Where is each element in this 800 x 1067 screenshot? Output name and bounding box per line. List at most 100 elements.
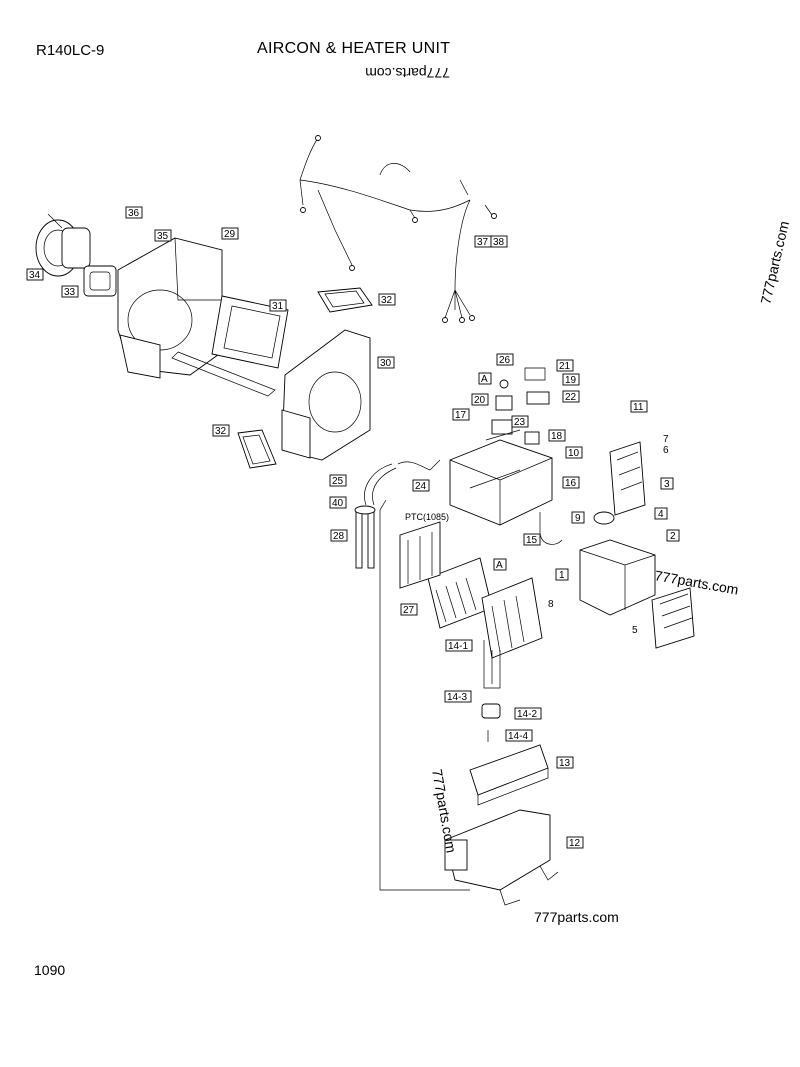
callout-14-4: 14-4 [505, 729, 533, 742]
callout-11: 11 [630, 400, 648, 413]
lower-case-12-drawing [444, 809, 559, 906]
blower-case-drawing [117, 237, 223, 379]
callout-19: 19 [562, 373, 580, 386]
ptc-heater-drawing: PTC(1085) [399, 512, 449, 589]
svg-text:13: 13 [559, 758, 571, 769]
svg-text:15: 15 [526, 535, 538, 546]
callout-29: 29 [221, 227, 239, 240]
svg-text:14-2: 14-2 [517, 709, 537, 720]
heater-core-27-drawing [427, 557, 493, 629]
callout-7: 7 [660, 433, 672, 445]
svg-text:27: 27 [403, 605, 415, 616]
expansion-valve-drawing [481, 703, 501, 719]
svg-text:A: A [496, 560, 503, 571]
svg-text:12: 12 [569, 838, 581, 849]
svg-text:36: 36 [128, 208, 140, 219]
watermark-right: 777parts.com [757, 219, 792, 305]
svg-text:4: 4 [658, 509, 664, 520]
callout-31: 31 [269, 299, 287, 312]
callout-14-2: 14-2 [514, 707, 542, 720]
svg-text:40: 40 [332, 498, 344, 509]
svg-text:28: 28 [333, 531, 345, 542]
callout-37: 37 [474, 235, 492, 248]
callout-20: 20 [471, 393, 489, 406]
callout-35: 35 [154, 229, 172, 242]
page-number: 1090 [34, 962, 66, 978]
svg-text:21: 21 [559, 361, 571, 372]
svg-text:29: 29 [224, 229, 236, 240]
callout-24: 24 [412, 479, 430, 492]
callout-14-3: 14-3 [444, 690, 472, 703]
side-panel-drawing [539, 441, 695, 649]
upper-case-16-drawing [449, 419, 553, 526]
svg-text:32: 32 [215, 426, 227, 437]
callout-16: 16 [562, 476, 580, 489]
air-case-30-drawing [281, 329, 371, 461]
callout-30: 30 [377, 356, 395, 369]
watermark-lower: 777parts.com [429, 768, 459, 854]
svg-text:8: 8 [548, 599, 554, 610]
callout-14-1: 14-1 [445, 639, 473, 652]
callout-40: 40 [329, 496, 347, 509]
watermark-top: 777parts.com [365, 65, 450, 81]
callout-33: 33 [61, 285, 79, 298]
svg-text:20: 20 [474, 395, 486, 406]
hose-assembly-drawing [354, 461, 431, 569]
svg-text:18: 18 [551, 431, 563, 442]
callout-6: 6 [660, 444, 672, 456]
callout-17: 17 [452, 408, 470, 421]
callout-13: 13 [556, 756, 574, 769]
callout-12: 12 [566, 836, 584, 849]
callout-26: 26 [496, 353, 514, 366]
svg-text:25: 25 [332, 476, 344, 487]
svg-text:30: 30 [380, 358, 392, 369]
svg-text:17: 17 [455, 410, 467, 421]
callout-32-top: 32 [378, 293, 396, 306]
callout-10: 10 [565, 446, 583, 459]
svg-text:23: 23 [514, 417, 526, 428]
filter-31-drawing [171, 295, 289, 397]
wiring-harness-drawing [299, 135, 497, 323]
blower-motor-drawing [35, 213, 91, 277]
callout-2: 2 [666, 529, 680, 542]
svg-text:24: 24 [415, 481, 427, 492]
callout-1: 1 [555, 568, 569, 581]
svg-text:26: 26 [499, 355, 511, 366]
svg-text:38: 38 [493, 237, 505, 248]
gasket-33-drawing [83, 265, 117, 297]
callout-15: 15 [523, 533, 541, 546]
callout-A-top: A [478, 372, 492, 385]
leader-lines [379, 429, 521, 891]
callout-38: 38 [490, 235, 508, 248]
svg-text:22: 22 [565, 392, 577, 403]
svg-text:3: 3 [664, 479, 670, 490]
svg-text:33: 33 [64, 287, 76, 298]
callout-22: 22 [562, 390, 580, 403]
callout-34: 34 [26, 268, 44, 281]
svg-text:32: 32 [381, 295, 393, 306]
watermark-mid: 777parts.com [653, 567, 739, 597]
ptc-reference-label: PTC(1085) [405, 512, 449, 522]
svg-text:2: 2 [670, 531, 676, 542]
model-code: R140LC-9 [36, 42, 105, 59]
gasket-32-lower-drawing [237, 429, 277, 469]
callout-18: 18 [548, 429, 566, 442]
svg-text:7: 7 [663, 434, 669, 445]
callout-3: 3 [660, 477, 674, 490]
svg-text:16: 16 [565, 478, 577, 489]
callout-36: 36 [125, 206, 143, 219]
svg-text:19: 19 [565, 375, 577, 386]
svg-text:A: A [481, 374, 488, 385]
svg-text:5: 5 [632, 625, 638, 636]
svg-text:9: 9 [575, 513, 581, 524]
callout-32-lower: 32 [212, 424, 230, 437]
svg-text:35: 35 [157, 231, 169, 242]
svg-text:34: 34 [29, 270, 41, 281]
svg-text:6: 6 [663, 445, 669, 456]
callout-9: 9 [571, 511, 585, 524]
callout-8: 8 [545, 598, 557, 610]
callout-4: 4 [654, 507, 668, 520]
svg-text:14-3: 14-3 [447, 692, 467, 703]
cover-13-drawing [469, 744, 549, 796]
